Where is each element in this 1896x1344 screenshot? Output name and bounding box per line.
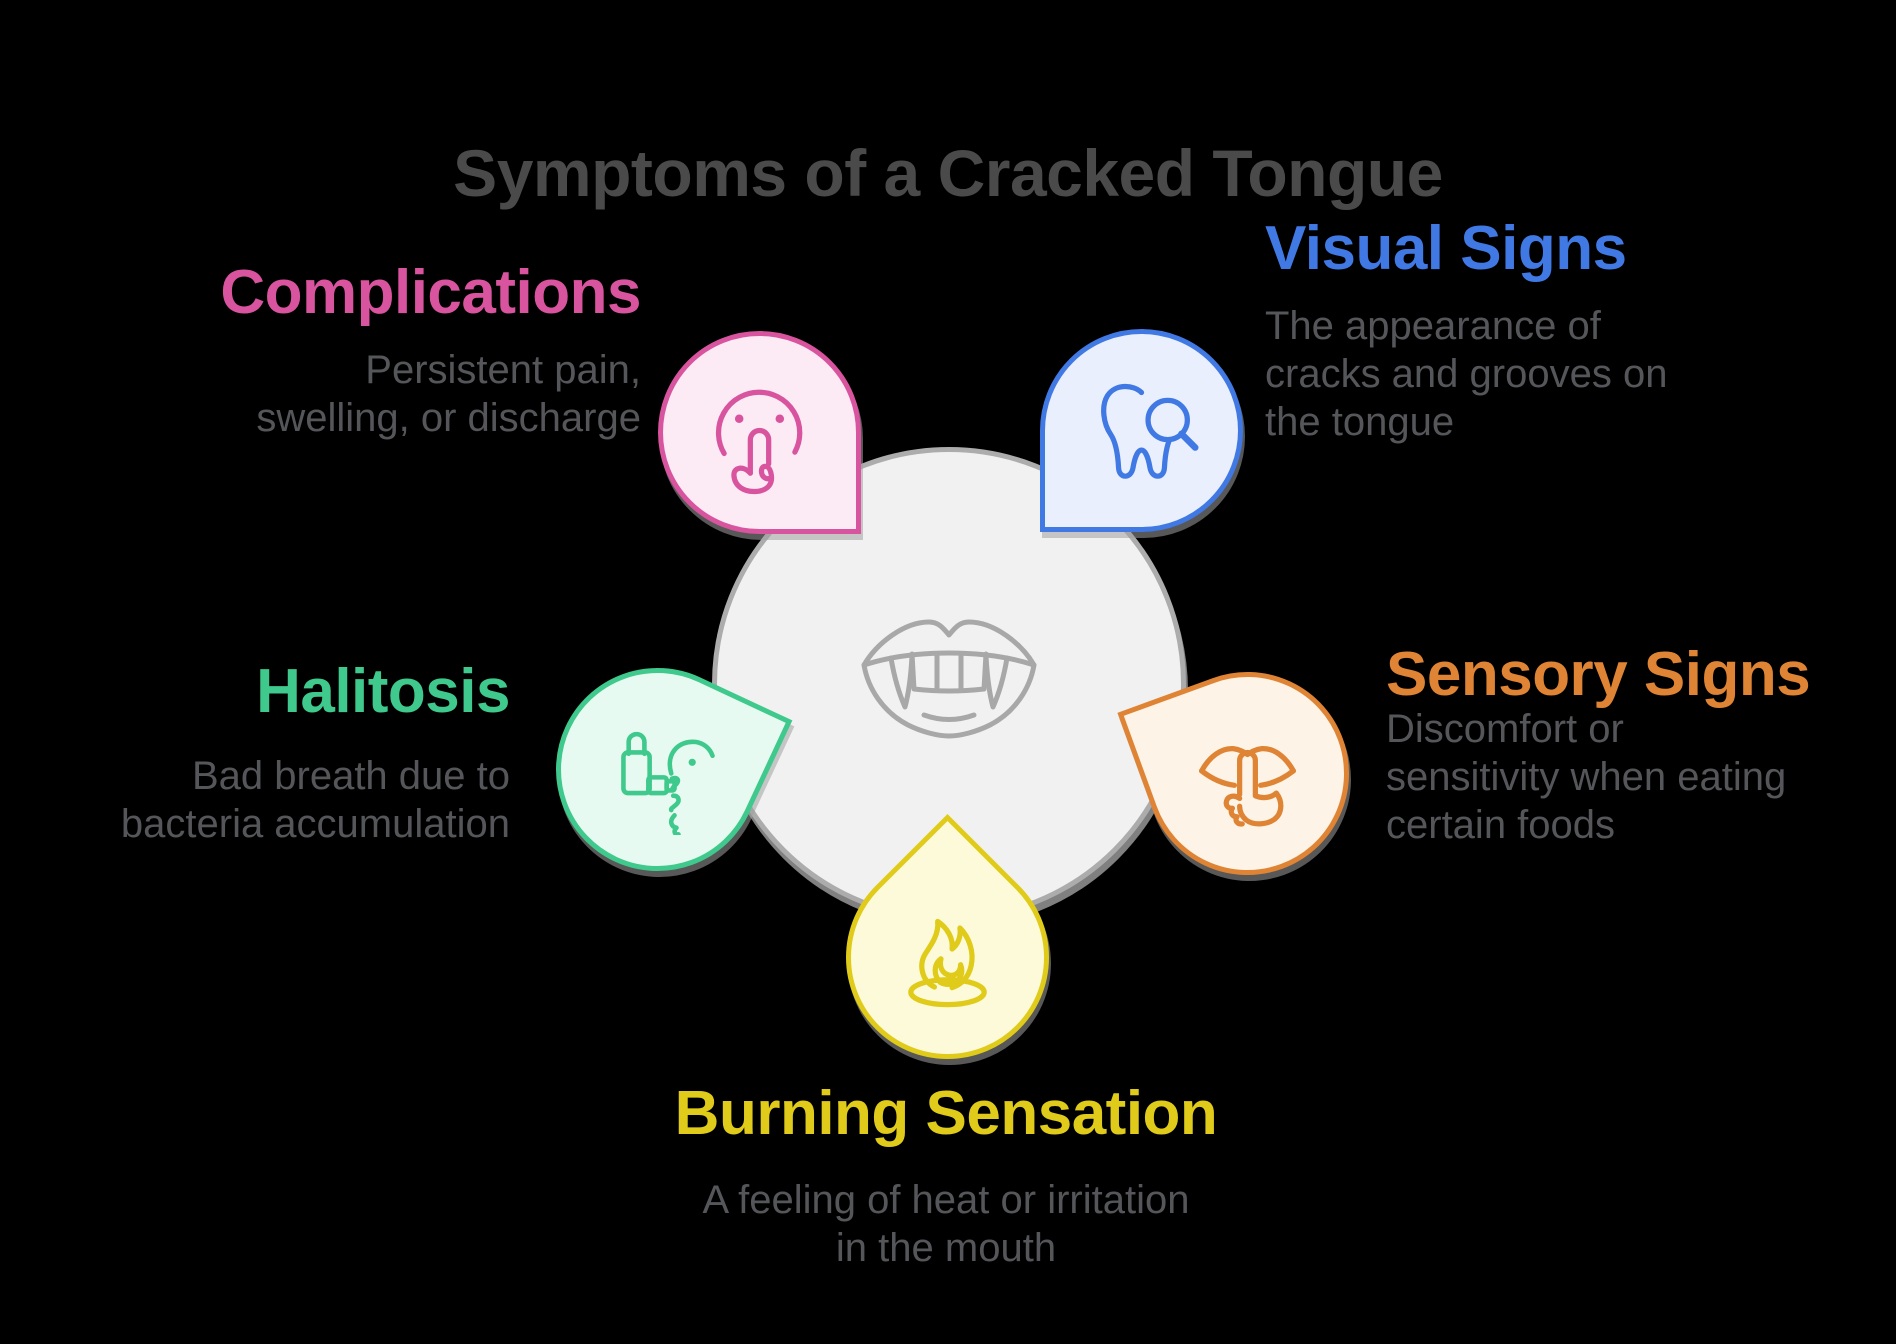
tooth-magnifier-icon — [1101, 383, 1199, 479]
section-title-visual-signs: Visual Signs — [1265, 214, 1627, 283]
section-description-visual-signs: The appearance of cracks and grooves on … — [1265, 304, 1668, 444]
section-description-burning-sensation: A feeling of heat or irritation in the m… — [702, 1178, 1190, 1270]
section-title-sensory-signs: Sensory Signs — [1386, 640, 1811, 709]
badge-visual-signs — [1040, 329, 1243, 532]
inhaler-breath-icon — [621, 731, 715, 835]
section-title-halitosis: Halitosis — [256, 657, 510, 726]
section-description-sensory-signs: Discomfort or sensitivity when eating ce… — [1386, 707, 1787, 847]
section-description-complications: Persistent pain, swelling, or discharge — [256, 348, 641, 440]
badge-sensory-signs — [1117, 643, 1378, 904]
section-title-burning-sensation: Burning Sensation — [674, 1079, 1218, 1148]
badge-complications — [658, 331, 861, 534]
badge-visual-signs-shape — [1040, 329, 1243, 532]
mouth-fangs-icon — [861, 619, 1037, 739]
finger-on-tongue-icon — [1199, 745, 1296, 827]
section-title-complications: Complications — [220, 258, 641, 327]
badge-halitosis — [522, 634, 793, 905]
badge-burning-sensation — [803, 813, 1092, 1102]
flame-icon — [908, 918, 987, 1008]
shush-face-icon — [715, 389, 803, 495]
page-title: Symptoms of a Cracked Tongue — [453, 136, 1443, 211]
section-description-halitosis: Bad breath due to bacteria accumulation — [120, 754, 510, 846]
